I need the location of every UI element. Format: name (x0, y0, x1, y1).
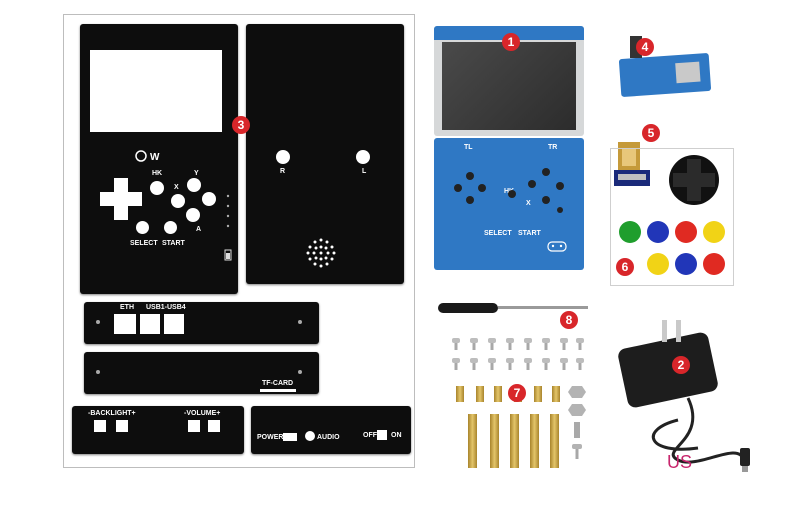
gamepad-icon (546, 238, 568, 252)
bottom-panel-left: -BACKLIGHT+ -VOLUME+ (72, 406, 244, 454)
pcb-action-buttons-icon (502, 164, 572, 220)
screws-set (452, 338, 588, 380)
l-button-hole (356, 150, 370, 164)
a-button-hole (186, 208, 200, 222)
controller-pcb: TL TR HK X SELECT START (434, 138, 584, 270)
part-badge-1: 1 (502, 33, 520, 51)
backlight-minus-hole (94, 420, 106, 432)
part-badge-6: 6 (616, 258, 634, 276)
yellow-button-cap-2 (647, 253, 669, 275)
tf-card-connector (675, 61, 701, 84)
part-badge-2: 2 (672, 356, 690, 374)
tf-card-slot (260, 389, 296, 392)
volume-label: -VOLUME+ (184, 410, 221, 417)
red-button-cap-1 (675, 221, 697, 243)
eth-label: ETH (120, 304, 134, 311)
start-button-hole (164, 221, 177, 234)
logo-icon: W (134, 148, 180, 163)
hdmi-connector (612, 140, 652, 188)
y-label: Y (194, 170, 199, 177)
plug-type-label: US (667, 452, 693, 472)
pcb-tr-label: TR (548, 144, 558, 151)
mount-dot-right (298, 320, 302, 324)
volume-plus-hole (208, 420, 220, 432)
display-screen (442, 42, 576, 130)
svg-text:W: W (150, 152, 160, 163)
pcb-select-label: SELECT (484, 230, 512, 237)
dpad-cap-icon (667, 153, 721, 207)
side-panel-middle: TF-CARD (84, 352, 319, 394)
pcb-dpad-icon (450, 168, 490, 208)
side-panel-top: ETH USB1-USB4 (84, 302, 319, 344)
bottom-panel-right: POWER AUDIO OFF ON (251, 406, 411, 454)
part-badge-5: 5 (642, 124, 660, 142)
button-caps-frame (610, 148, 734, 286)
eth-port-hole (114, 314, 136, 334)
start-label: START (162, 240, 185, 247)
yellow-button-cap-1 (703, 221, 725, 243)
blue-button-cap-1 (647, 221, 669, 243)
part-badge-3: 3 (232, 116, 250, 134)
audio-jack-hole (305, 431, 315, 441)
power-port-hole (283, 433, 297, 441)
hdmi-adapter-board (618, 52, 712, 98)
mount-dot-right (298, 370, 302, 374)
mount-dot-left (96, 370, 100, 374)
speaker-grille-icon (304, 236, 338, 270)
a-label: A (196, 226, 202, 233)
power-adapter-icon (618, 320, 768, 480)
green-button-cap (619, 221, 641, 243)
mount-dot-left (96, 320, 100, 324)
pcb-start-label: START (518, 230, 541, 237)
hk-button-hole (150, 181, 164, 195)
usb-port-hole-1 (140, 314, 160, 334)
on-label: ON (391, 432, 402, 439)
tf-card-label: TF-CARD (262, 380, 294, 387)
front-acrylic-panel: W HK X Y B A SELECT START (80, 24, 238, 294)
part-badge-8: 8 (560, 311, 578, 329)
x-button-hole (171, 194, 185, 208)
acrylic-parts-frame (63, 14, 415, 468)
blue-button-cap-2 (675, 253, 697, 275)
screen-window (90, 50, 222, 132)
b-button-hole (202, 192, 216, 206)
audio-label: AUDIO (317, 434, 340, 441)
part-badge-7: 7 (508, 384, 526, 402)
battery-icon (224, 246, 232, 261)
part-badge-4: 4 (636, 38, 654, 56)
r-label: R (280, 168, 286, 175)
y-button-hole (187, 178, 201, 192)
pcb-x-label: X (526, 200, 531, 207)
usb-port-hole-2 (164, 314, 184, 334)
r-button-hole (276, 150, 290, 164)
backlight-plus-hole (116, 420, 128, 432)
led-dots (226, 192, 230, 242)
off-label: OFF (363, 432, 377, 439)
usb-label: USB1-USB4 (146, 304, 186, 311)
red-button-cap-2 (703, 253, 725, 275)
select-button-hole (136, 221, 149, 234)
l-label: L (362, 168, 367, 175)
screwdriver-icon (436, 300, 596, 316)
x-label: X (174, 184, 179, 191)
power-label: POWER (257, 434, 284, 441)
volume-minus-hole (188, 420, 200, 432)
power-switch-slot (377, 430, 387, 440)
dpad-icon (96, 174, 146, 224)
pcb-tl-label: TL (464, 144, 473, 151)
backlight-label: -BACKLIGHT+ (88, 410, 136, 417)
hk-label: HK (152, 170, 163, 177)
select-label: SELECT (130, 240, 158, 247)
back-acrylic-panel: R L (246, 24, 404, 284)
